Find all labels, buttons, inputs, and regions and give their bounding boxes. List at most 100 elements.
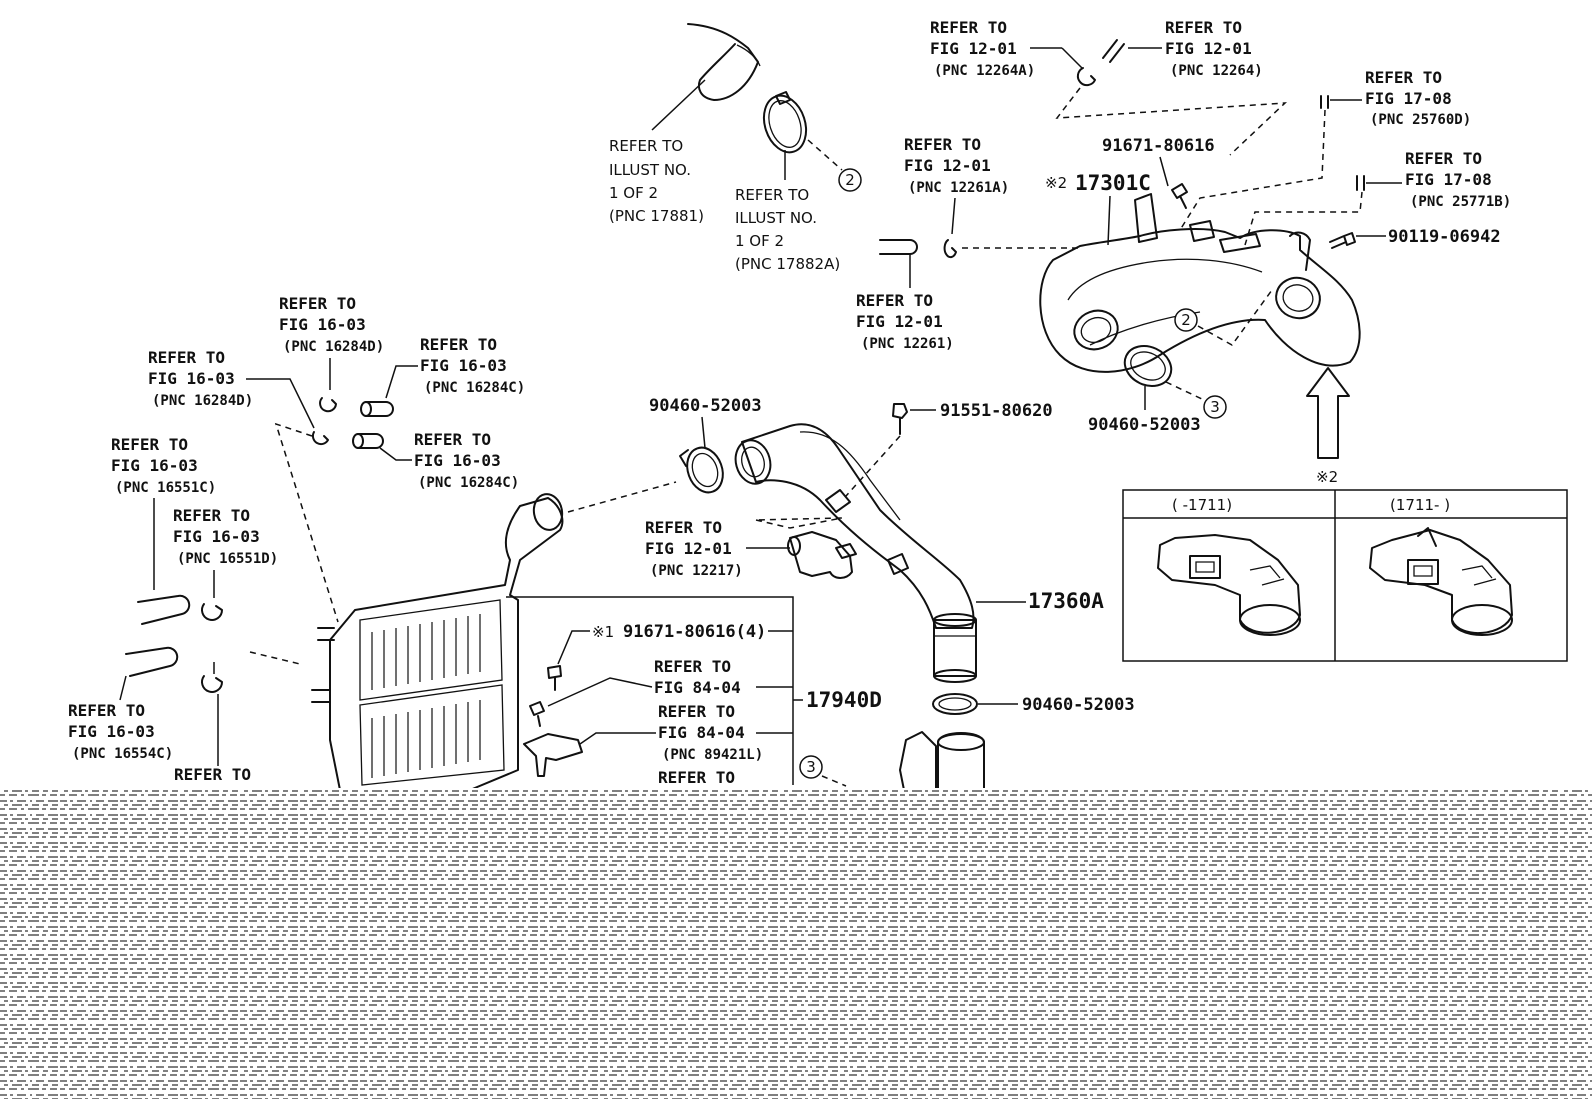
label-fig-12-01-a: FIG 12-01 bbox=[930, 39, 1017, 58]
label-fig-16-03-d: FIG 16-03 bbox=[414, 451, 501, 470]
label-refer-to-16284c-a: REFER TO bbox=[420, 335, 497, 354]
label-refer-to-16551c: REFER TO bbox=[111, 435, 188, 454]
label-refer-to-84-04-b: REFER TO bbox=[658, 702, 735, 721]
clip-16284d-lower bbox=[311, 431, 329, 446]
hose-12261 bbox=[879, 239, 918, 255]
label-refer-to-16551d: REFER TO bbox=[173, 506, 250, 525]
up-arrow-icon bbox=[1306, 367, 1350, 459]
bolt-91551-80620 bbox=[892, 403, 908, 435]
note-2-arrow: ※2 bbox=[1316, 468, 1338, 486]
label-pn-17940d: 17940D bbox=[806, 688, 882, 712]
label-fig-12-01-d: FIG 12-01 bbox=[856, 312, 943, 331]
inset-col-right: (1711- ) bbox=[1390, 496, 1450, 514]
hose-clamp-90460-lower bbox=[932, 693, 978, 715]
inset-manifold-late bbox=[1369, 527, 1513, 636]
label-pnc-16551c: (PNC 16551C) bbox=[115, 480, 216, 496]
label-refer-to-16284d-top: REFER TO bbox=[279, 294, 356, 313]
intercooler-pipe-17360a bbox=[734, 423, 977, 683]
bolt-icon bbox=[547, 665, 562, 691]
hose-16551c bbox=[137, 594, 191, 625]
label-pn-90460-52003-upper: 90460-52003 bbox=[649, 396, 762, 416]
label-refer-to-17882a: REFER TO bbox=[735, 186, 809, 204]
label-one-of-two: 1 OF 2 bbox=[609, 184, 658, 202]
svg-text:2: 2 bbox=[1181, 311, 1191, 329]
variant-inset: ( -1711) (1711- ) bbox=[1122, 489, 1568, 662]
bolt-90119-06942 bbox=[1329, 232, 1356, 249]
callout-3-lower: 3 bbox=[799, 755, 823, 779]
label-refer-to-25771b: REFER TO bbox=[1405, 149, 1482, 168]
label-pn-90460-52003-lower: 90460-52003 bbox=[1022, 695, 1135, 715]
label-pn-91671-80616-top: 91671-80616 bbox=[1102, 136, 1215, 156]
label-pnc-17882a: (PNC 17882A) bbox=[735, 255, 840, 273]
bolt-icon bbox=[529, 701, 545, 727]
label-fig-12-01-c: FIG 12-01 bbox=[904, 156, 991, 175]
label-pnc-25760d: (PNC 25760D) bbox=[1370, 112, 1471, 128]
bolt-icon bbox=[1171, 183, 1188, 209]
hose-17881 bbox=[651, 23, 761, 131]
intercooler-17940d bbox=[311, 493, 564, 791]
label-refer-to-12264a: REFER TO bbox=[930, 18, 1007, 37]
label-fig-16-03-c: FIG 16-03 bbox=[148, 369, 235, 388]
label-refer-to-17881: REFER TO bbox=[609, 137, 683, 155]
label-pnc-12261: (PNC 12261) bbox=[861, 336, 954, 352]
label-refer-to-12217: REFER TO bbox=[645, 518, 722, 537]
label-illust-no: ILLUST NO. bbox=[609, 161, 691, 179]
label-fig-17-08-a: FIG 17-08 bbox=[1365, 89, 1452, 108]
label-fig-84-04-b: FIG 84-04 bbox=[658, 723, 745, 742]
inset-manifold-early bbox=[1157, 534, 1301, 636]
label-fig-16-03-g: FIG 16-03 bbox=[68, 722, 155, 741]
label-pnc-16284c-a: (PNC 16284C) bbox=[424, 380, 525, 396]
label-pn-91551-80620: 91551-80620 bbox=[940, 401, 1053, 421]
clip-16551d bbox=[201, 603, 223, 621]
note-1-mark: ※1 bbox=[592, 623, 614, 641]
svg-text:3: 3 bbox=[806, 758, 816, 776]
callout-3-manifold: 3 bbox=[1203, 395, 1227, 419]
label-pnc-16284d-left: (PNC 16284D) bbox=[152, 393, 253, 409]
throttle-body-partial bbox=[899, 731, 985, 791]
clip-lower-left bbox=[201, 675, 223, 693]
hose-16284c-a bbox=[360, 401, 394, 417]
label-refer-to-16554c: REFER TO bbox=[68, 701, 145, 720]
label-pnc-12264: (PNC 12264) bbox=[1170, 63, 1263, 79]
label-illust-no-2: ILLUST NO. bbox=[735, 209, 817, 227]
hose-16554c bbox=[125, 646, 179, 677]
hose-clamp-90460-right bbox=[1123, 345, 1173, 387]
label-pnc-17881: (PNC 17881) bbox=[609, 207, 704, 225]
label-fig-16-03-a: FIG 16-03 bbox=[279, 315, 366, 334]
label-pn-17360a: 17360A bbox=[1028, 589, 1104, 613]
clip-12264a bbox=[1076, 67, 1096, 87]
label-pn-17301c: 17301C bbox=[1075, 171, 1151, 195]
label-refer-to-cut-2: REFER TO bbox=[658, 768, 735, 787]
label-refer-to-16284c-b: REFER TO bbox=[414, 430, 491, 449]
label-fig-16-03-e: FIG 16-03 bbox=[111, 456, 198, 475]
svg-text:3: 3 bbox=[1210, 398, 1220, 416]
label-refer-to-16284d-left: REFER TO bbox=[148, 348, 225, 367]
hose-clamp-17882a bbox=[762, 91, 843, 180]
label-pnc-12264a: (PNC 12264A) bbox=[934, 63, 1035, 79]
label-pnc-16551d: (PNC 16551D) bbox=[177, 551, 278, 567]
label-one-of-two-2: 1 OF 2 bbox=[735, 232, 784, 250]
label-pnc-12261a: (PNC 12261A) bbox=[908, 180, 1009, 196]
label-fig-84-04-a: FIG 84-04 bbox=[654, 678, 741, 697]
intercooler-inlet-manifold-17301c bbox=[1039, 193, 1361, 373]
label-refer-to-12261a: REFER TO bbox=[904, 135, 981, 154]
label-refer-to-cut: REFER TO bbox=[174, 765, 251, 784]
label-pn-90460-52003-right: 90460-52003 bbox=[1088, 415, 1201, 435]
label-pnc-12217: (PNC 12217) bbox=[650, 563, 743, 579]
label-pnc-16554c: (PNC 16554C) bbox=[72, 746, 173, 762]
label-fig-12-01-b: FIG 12-01 bbox=[1165, 39, 1252, 58]
callout-2-manifold: 2 bbox=[1174, 308, 1198, 332]
label-pnc-16284d-top: (PNC 16284D) bbox=[283, 339, 384, 355]
hose-clamp-90460-upper bbox=[679, 446, 724, 494]
label-fig-16-03-f: FIG 16-03 bbox=[173, 527, 260, 546]
note-2-mark: ※2 bbox=[1045, 174, 1067, 192]
clip-16284d-upper bbox=[319, 397, 337, 413]
hose-16284c-b bbox=[352, 433, 384, 449]
hose-12264 bbox=[1102, 39, 1125, 63]
scan-noise-band bbox=[0, 788, 1592, 1099]
label-refer-to-84-04-a: REFER TO bbox=[654, 657, 731, 676]
label-fig-17-08-b: FIG 17-08 bbox=[1405, 170, 1492, 189]
callout-2-top: 2 bbox=[838, 168, 862, 192]
